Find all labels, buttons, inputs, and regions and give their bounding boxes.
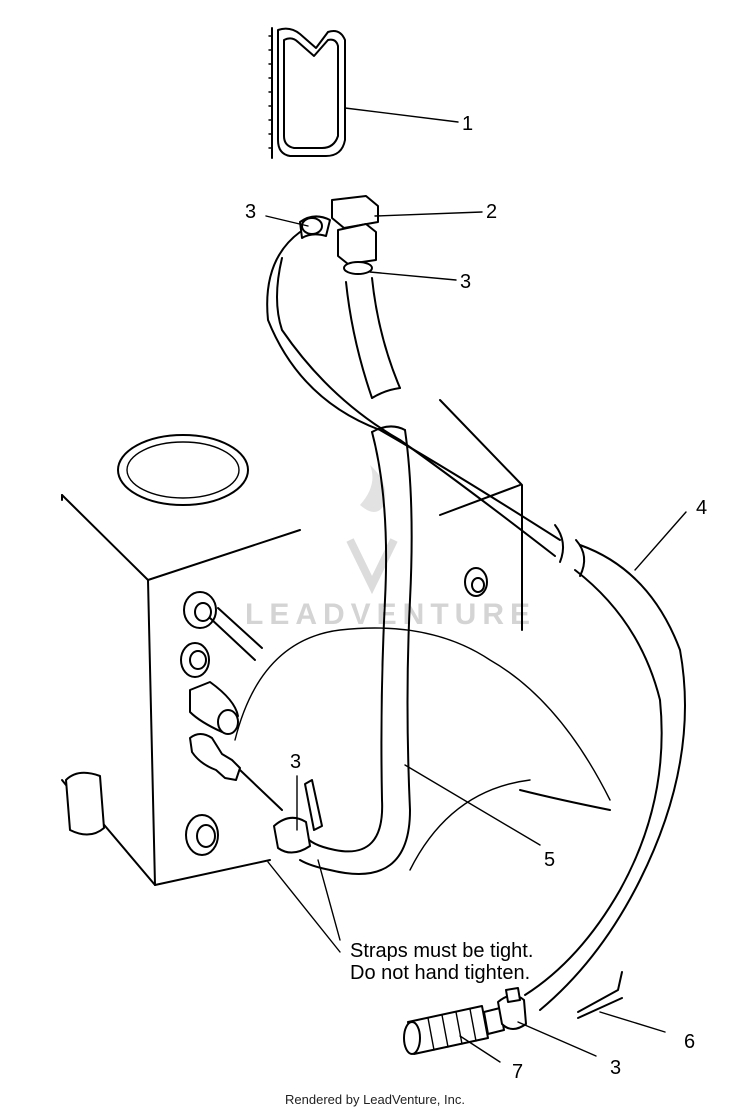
hose-4	[266, 231, 686, 1011]
part-1-edge-clip	[268, 27, 346, 159]
callout-3-middle: 3	[290, 751, 301, 773]
clamp-upper	[301, 217, 323, 235]
callout-1: 1	[462, 113, 473, 135]
tank-body	[61, 399, 611, 886]
callout-3-upper-right: 3	[460, 271, 471, 293]
watermark-text: LEADVENTURE	[245, 598, 536, 631]
note-line-2: Do not hand tighten.	[350, 962, 530, 984]
clamp-lower-tank	[239, 769, 323, 854]
callouts: 1 2 3 3 4 3 5 6 3 7	[245, 113, 707, 1083]
tank-fittings	[65, 567, 488, 856]
hose-5-upper	[345, 277, 401, 399]
callout-7: 7	[512, 1061, 523, 1083]
callout-4: 4	[696, 497, 707, 519]
callout-2: 2	[486, 201, 497, 223]
callout-3-lower: 3	[610, 1057, 621, 1079]
watermark: LEADVENTURE	[245, 465, 536, 631]
installation-note: Straps must be tight. Do not hand tighte…	[350, 940, 533, 984]
callout-3-upper-left: 3	[245, 201, 256, 223]
note-line-1: Straps must be tight.	[350, 940, 533, 962]
hose-5-main	[299, 425, 413, 875]
part-7-filter	[403, 987, 527, 1055]
part-6-strap	[577, 971, 623, 1019]
part-2-elbow	[299, 195, 379, 275]
leader-lines	[265, 107, 687, 1063]
footer-credit: Rendered by LeadVenture, Inc.	[285, 1092, 465, 1107]
callout-5: 5	[544, 849, 555, 871]
callout-6: 6	[684, 1031, 695, 1053]
